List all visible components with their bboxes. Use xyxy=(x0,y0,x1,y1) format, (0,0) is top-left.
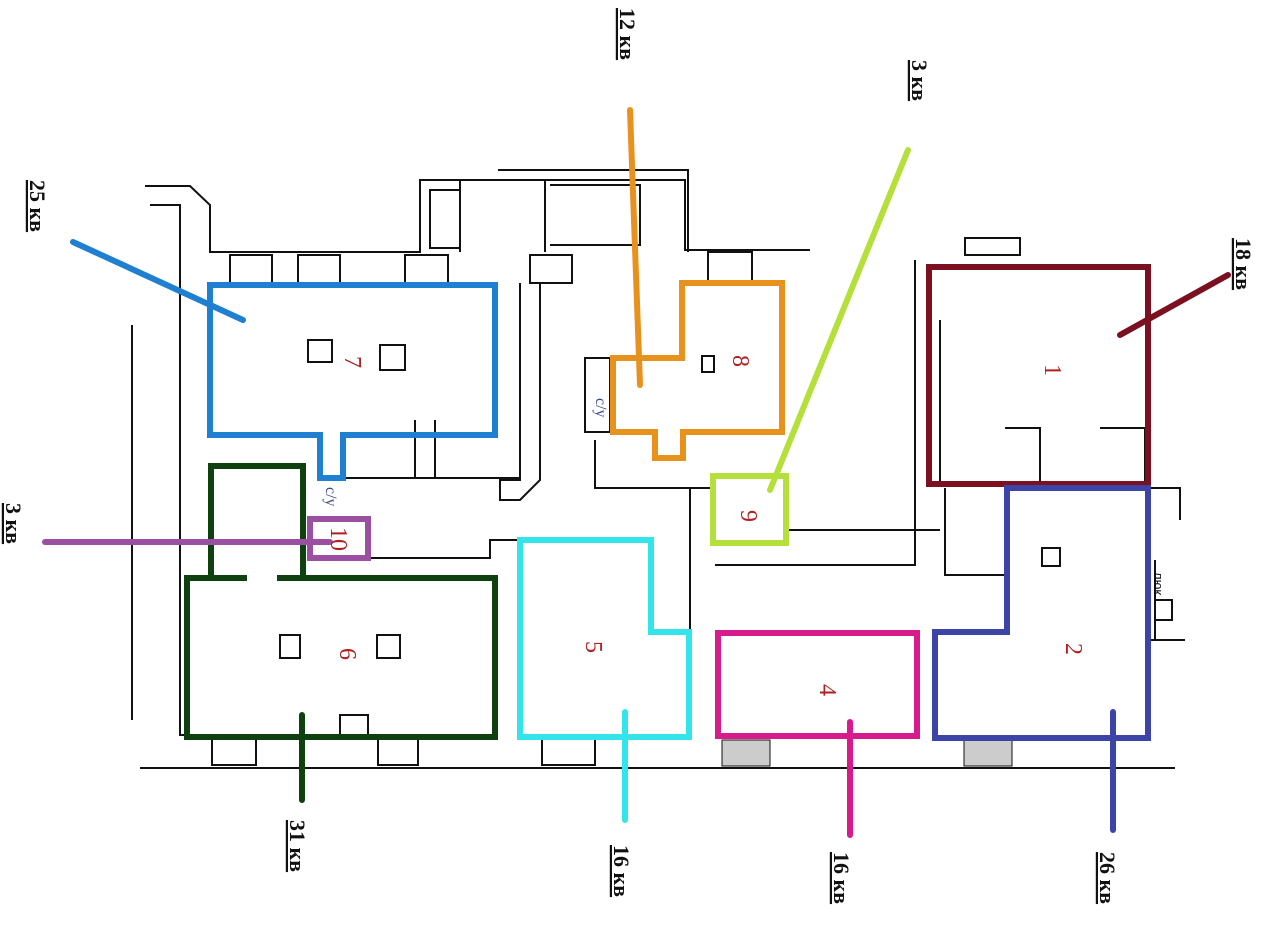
bathroom-label-1: с/у xyxy=(592,398,609,418)
owner-label-31kv: 31 кв xyxy=(285,820,310,872)
room-number-4: 4 xyxy=(814,684,840,696)
owner-label-18kv: 18 кв xyxy=(1231,238,1256,290)
leader-3kv-room9 xyxy=(767,147,911,493)
room-8-outline xyxy=(610,280,785,461)
owner-label-16kv-room5: 16 кв xyxy=(609,845,634,897)
room-number-6: 6 xyxy=(334,648,360,660)
owner-label-12kv: 12 кв xyxy=(615,8,640,60)
room-4-outline xyxy=(715,630,920,739)
room-7-outline xyxy=(207,282,498,481)
room-1-outline xyxy=(926,264,1151,487)
room-2-outline xyxy=(932,485,1151,741)
hatch-label: люк xyxy=(1151,572,1166,595)
room-number-1: 1 xyxy=(1039,364,1065,376)
room-9-outline xyxy=(710,473,789,546)
room-5-outline xyxy=(517,537,692,740)
bathroom-label-2: с/у xyxy=(322,487,339,507)
leader-18kv xyxy=(1117,272,1231,338)
room-10-outline xyxy=(307,516,371,561)
owner-label-3kv-room9: 3 кв xyxy=(907,60,932,101)
owner-label-26kv: 26 кв xyxy=(1095,852,1120,904)
room-number-9: 9 xyxy=(735,510,761,522)
room-number-10: 10 xyxy=(325,527,351,551)
room-6-outline xyxy=(184,463,498,740)
room-number-7: 7 xyxy=(339,356,365,368)
owner-label-25kv: 25 кв xyxy=(25,180,50,232)
room-number-2: 2 xyxy=(1060,643,1086,655)
room-number-5: 5 xyxy=(580,641,606,653)
owner-label-16kv-room4: 16 кв xyxy=(829,852,854,904)
leader-12kv xyxy=(627,107,643,388)
room-number-8: 8 xyxy=(727,355,753,367)
owner-label-3kv-room10: 3 кв xyxy=(1,503,26,544)
leader-25kv xyxy=(70,239,246,323)
